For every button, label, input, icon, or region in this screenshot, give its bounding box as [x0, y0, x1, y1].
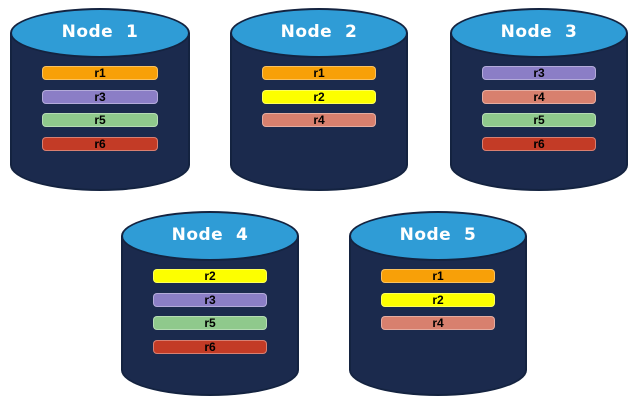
cylinder-body	[230, 33, 408, 191]
replica-bar: r3	[153, 292, 267, 307]
replica-list: r1 r2 r4	[262, 8, 376, 191]
cylinder-top-ellipse: Node 1	[10, 8, 190, 58]
node-cylinder: Node 5 r1 r2 r4	[349, 211, 527, 396]
replica-bar: r2	[153, 269, 267, 283]
replica-list: r1 r3 r5 r6	[42, 8, 158, 191]
cylinder-top-ellipse: Node 4	[121, 211, 299, 261]
replica-bar: r3	[42, 89, 158, 104]
node-cylinder: Node 1 r1 r3 r5 r6	[10, 8, 190, 191]
replica-bar: r4	[381, 316, 495, 330]
replica-bar: r5	[482, 113, 596, 127]
replica-bar: r3	[482, 66, 596, 80]
replica-bar: r6	[153, 339, 267, 354]
replica-list: r2 r3 r5 r6	[153, 211, 267, 396]
replica-list: r1 r2 r4	[381, 211, 495, 396]
node-title: Node 4	[171, 225, 249, 245]
node-title: Node 1	[61, 22, 139, 42]
node-title: Node 3	[500, 22, 578, 42]
cylinder-body	[10, 33, 190, 191]
cylinder-top-ellipse: Node 3	[450, 8, 628, 58]
node-cylinder: Node 4 r2 r3 r5 r6	[121, 211, 299, 396]
replica-bar: r4	[482, 89, 596, 104]
node-title: Node 2	[280, 22, 358, 42]
replica-bar: r6	[42, 136, 158, 151]
cylinder-top-ellipse: Node 2	[230, 8, 408, 58]
node-cylinder: Node 3 r3 r4 r5 r6	[450, 8, 628, 191]
replica-bar: r5	[42, 113, 158, 127]
cylinder-body	[450, 33, 628, 191]
cylinder-top-ellipse: Node 5	[349, 211, 527, 261]
replica-bar: r6	[482, 136, 596, 151]
replica-bar: r2	[381, 292, 495, 307]
replica-bar: r4	[262, 113, 376, 127]
node-cylinder: Node 2 r1 r2 r4	[230, 8, 408, 191]
replica-bar: r5	[153, 316, 267, 330]
replica-bar: r1	[262, 66, 376, 80]
node-title: Node 5	[399, 225, 477, 245]
replica-bar: r2	[262, 89, 376, 104]
replica-list: r3 r4 r5 r6	[482, 8, 596, 191]
replica-bar: r1	[42, 66, 158, 80]
replica-bar: r1	[381, 269, 495, 283]
